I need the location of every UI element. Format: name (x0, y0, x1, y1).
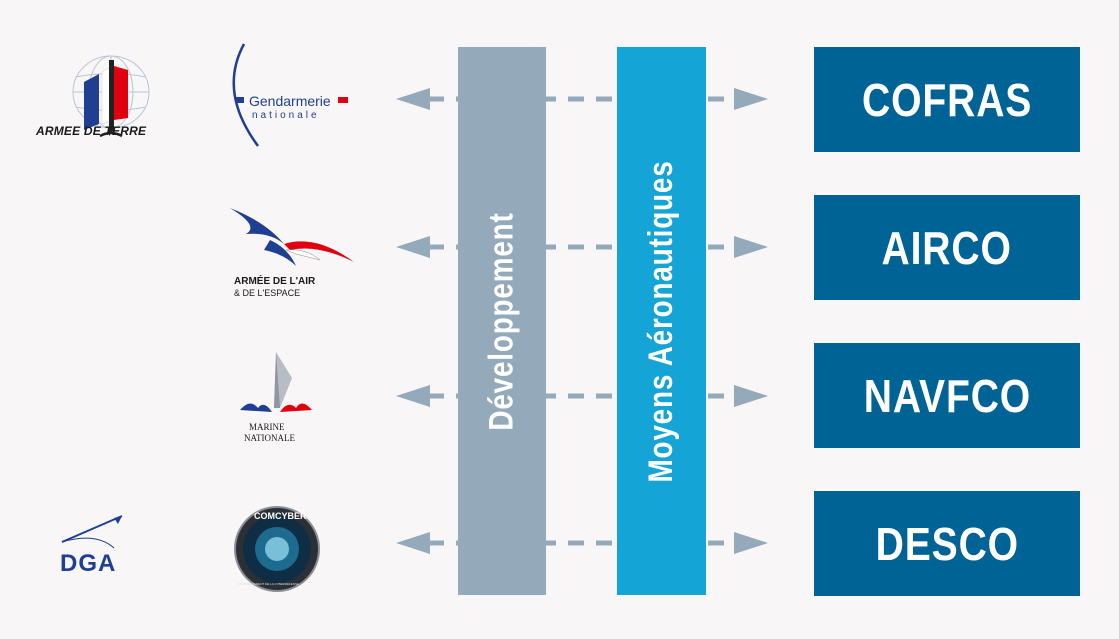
gendarmerie-arc-icon (232, 43, 348, 147)
armee-air-subtext: & DE L'ESPACE (234, 288, 301, 298)
arrowhead-left-1 (396, 88, 430, 110)
dga-text: DGA (60, 550, 117, 577)
box-cofras-label: COFRAS (861, 73, 1033, 126)
armee-de-terre-logo: ARMEE DE TERRE (36, 52, 166, 152)
gendarmerie-text: Gendarmerie (249, 93, 331, 109)
marine-text: MARINE (249, 422, 285, 432)
arrowhead-right-4 (734, 532, 768, 554)
moyens-aeronautiques-label: Moyens Aéronautiques (642, 159, 680, 483)
arrowhead-left-4 (396, 532, 430, 554)
marine-sail-icon (240, 352, 312, 412)
dga-logo: DGA (56, 512, 136, 582)
box-navfco: NAVFCO (814, 343, 1080, 448)
arrowhead-right-1 (734, 88, 768, 110)
gendarmerie-logo: Gendarmerie nationale (222, 42, 362, 152)
gendarmerie-subtext: nationale (252, 110, 320, 121)
arrow-layer (396, 88, 768, 554)
comcyber-text: COMCYBER (254, 511, 307, 521)
developpement-bar: Développement (458, 47, 546, 595)
dga-arrow-icon (61, 515, 123, 549)
armee-air-espace-logo: ARMÉE DE L'AIR & DE L'ESPACE (226, 204, 366, 304)
developpement-label: Développement (482, 211, 521, 431)
arrowhead-right-3 (734, 385, 768, 407)
marine-subtext: NATIONALE (244, 433, 295, 443)
armee-de-terre-emblem-icon (72, 55, 150, 138)
box-desco: DESCO (814, 491, 1080, 596)
moyens-aeronautiques-bar: Moyens Aéronautiques (617, 47, 706, 595)
box-desco-label: DESCO (875, 517, 1019, 570)
arrowhead-right-2 (734, 236, 768, 258)
comcyber-globe-icon (234, 506, 320, 592)
box-cofras: COFRAS (814, 47, 1080, 152)
armee-air-text: ARMÉE DE L'AIR (234, 276, 316, 287)
comcyber-logo: COMCYBER COMMANDEMENT DE LA CYBERDÉFENSE (232, 504, 322, 594)
box-airco-label: AIRCO (881, 221, 1013, 274)
arrowhead-left-3 (396, 385, 430, 407)
comcyber-subtext: COMMANDEMENT DE LA CYBERDÉFENSE (238, 582, 299, 586)
marine-nationale-logo: MARINE NATIONALE (236, 350, 326, 450)
arrowhead-left-2 (396, 236, 430, 258)
box-navfco-label: NAVFCO (863, 369, 1031, 422)
armee-de-terre-text: ARMEE DE TERRE (36, 124, 147, 138)
armee-air-bird-icon (230, 208, 354, 266)
box-airco: AIRCO (814, 195, 1080, 300)
